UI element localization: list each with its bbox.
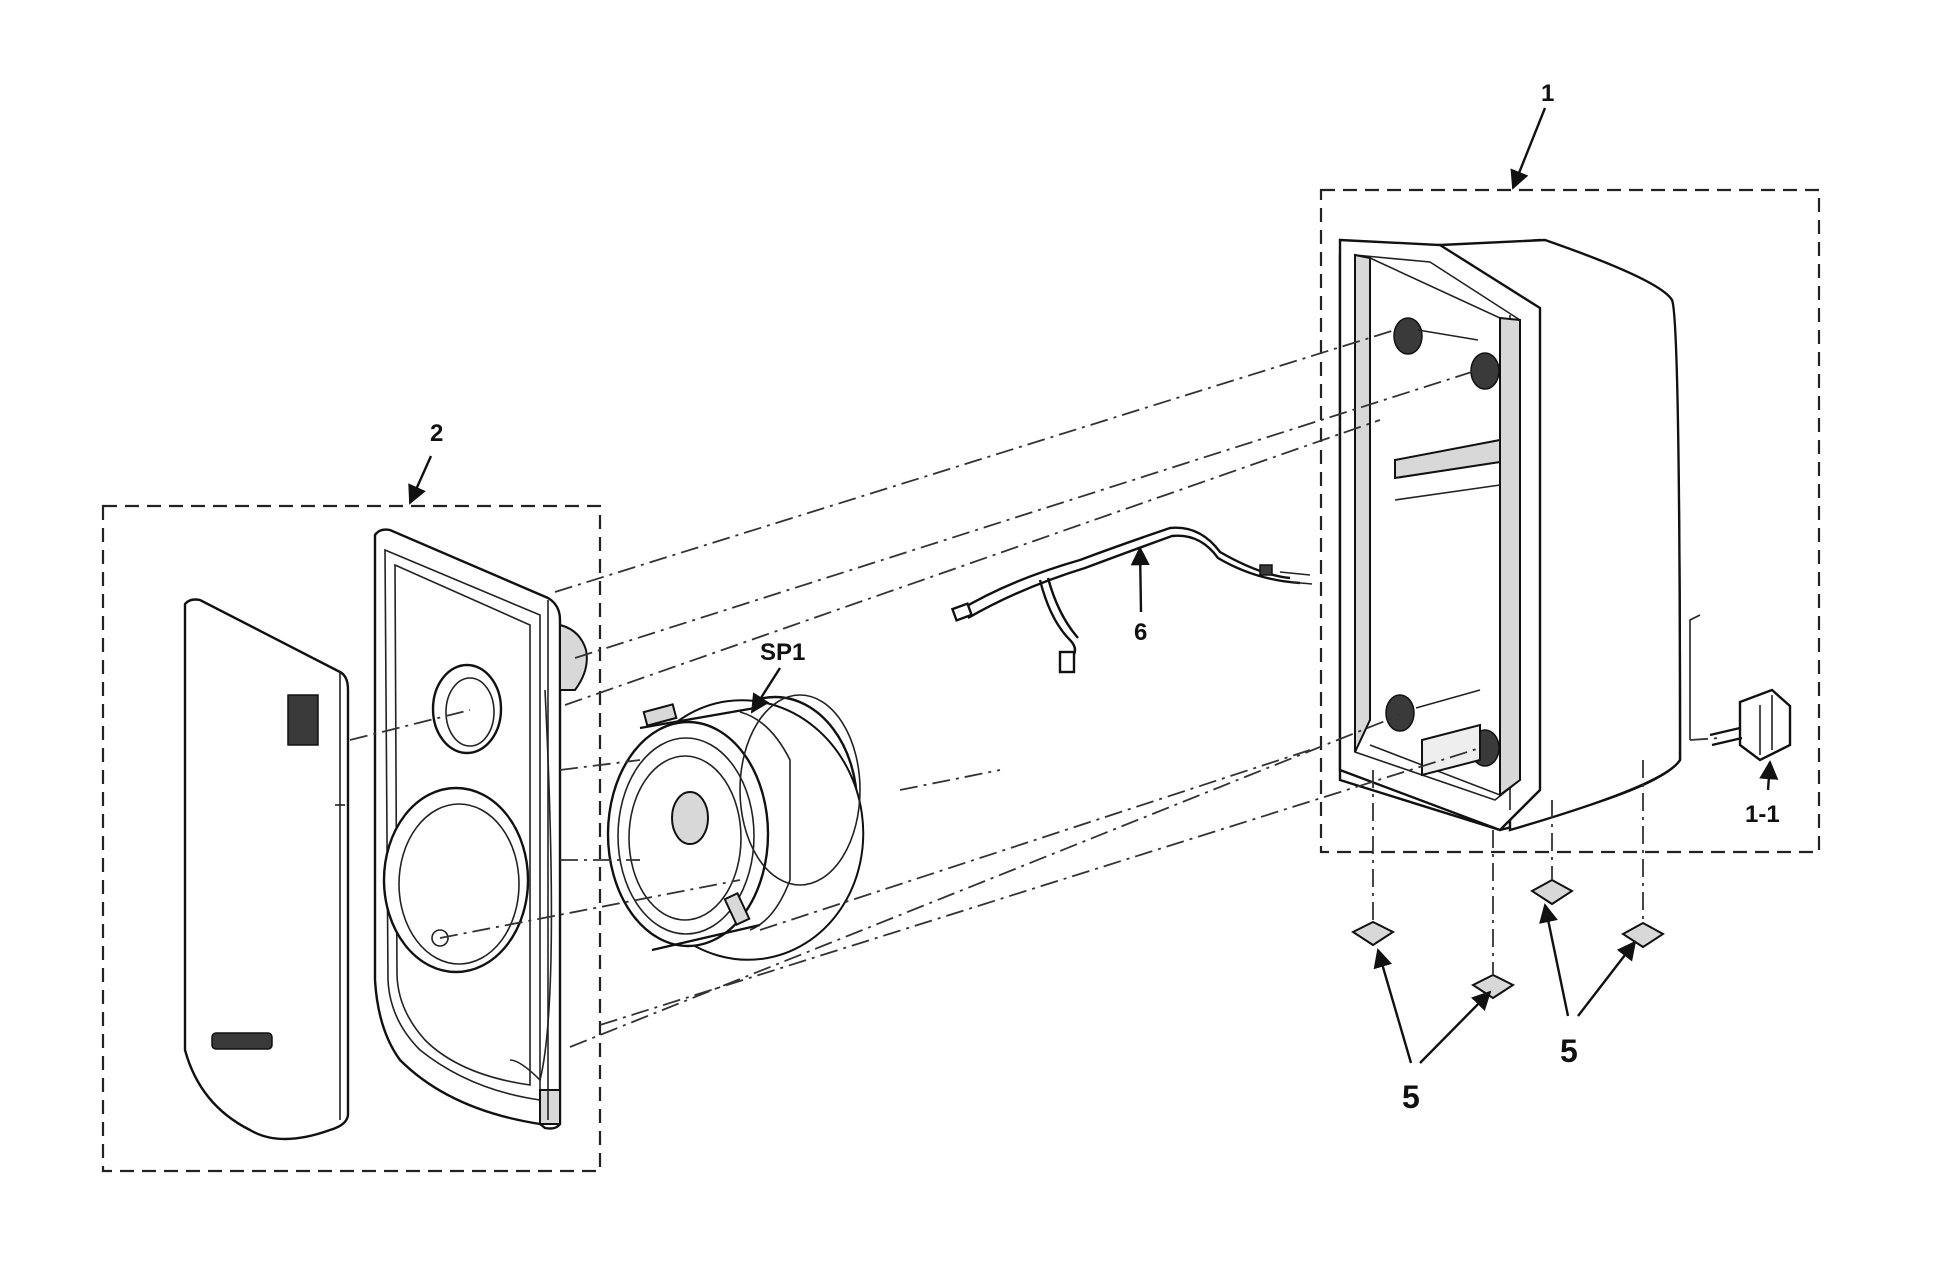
foot-pad bbox=[1350, 920, 1396, 947]
arrow-part-1-1 bbox=[1759, 760, 1779, 791]
label-part-6: 6 bbox=[1134, 619, 1147, 646]
arrow-part-5-left-a bbox=[1373, 948, 1413, 1064]
brand-logo bbox=[211, 1032, 273, 1050]
alignment-lines bbox=[349, 329, 1721, 1048]
group-box-1 bbox=[1319, 188, 1821, 854]
arrow-part-5-left-b bbox=[1419, 990, 1492, 1064]
grille-badge-icon bbox=[287, 694, 319, 746]
foot-pads bbox=[1350, 878, 1665, 1000]
arrow-part-5-right-a bbox=[1539, 903, 1570, 1017]
wire-harness-6 bbox=[950, 526, 1313, 674]
arrow-part-sp1 bbox=[750, 667, 782, 714]
woofer-sp1 bbox=[606, 694, 865, 961]
label-part-5-left: 5 bbox=[1402, 1079, 1420, 1115]
label-part-1: 1 bbox=[1541, 80, 1554, 107]
label-part-5-right: 5 bbox=[1560, 1033, 1578, 1069]
label-part-1-1: 1-1 bbox=[1745, 801, 1780, 828]
woofer-hole bbox=[382, 786, 530, 974]
group-box-2 bbox=[101, 504, 602, 1173]
arrow-part-6 bbox=[1130, 546, 1150, 613]
cabinet bbox=[1338, 238, 1682, 832]
terminal-1-1 bbox=[1689, 614, 1792, 762]
arrow-part-2 bbox=[408, 455, 433, 505]
foot-pad bbox=[1470, 973, 1516, 1000]
front-baffle bbox=[373, 528, 588, 1130]
arrow-part-5-right-b bbox=[1577, 940, 1637, 1017]
label-part-2: 2 bbox=[430, 420, 443, 447]
callout-arrows bbox=[408, 107, 1779, 1064]
label-part-sp1: SP1 bbox=[760, 639, 805, 666]
grille-cover bbox=[183, 598, 350, 1141]
foot-pad bbox=[1621, 921, 1665, 949]
arrow-part-1 bbox=[1510, 107, 1547, 190]
foot-pad bbox=[1530, 878, 1574, 906]
